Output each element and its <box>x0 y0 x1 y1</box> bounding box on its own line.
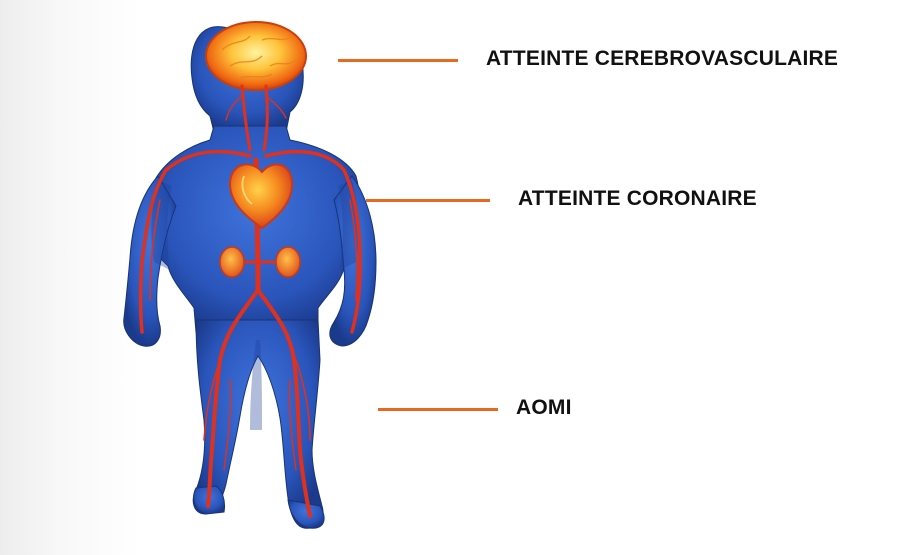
callout-label-cerebrovascular: ATTEINTE CEREBROVASCULAIRE <box>486 47 838 71</box>
callout-label-aomi: AOMI <box>516 396 572 420</box>
legs-leader-line <box>378 408 498 411</box>
right-kidney-organ <box>276 247 300 277</box>
brain-leader-line <box>338 59 458 62</box>
left-kidney-organ <box>220 247 244 277</box>
body-silhouette <box>124 25 376 528</box>
heart-leader-line <box>366 199 490 202</box>
arterial-network <box>141 86 361 516</box>
brain-organ <box>206 22 306 90</box>
callout-label-coronary: ATTEINTE CORONAIRE <box>518 187 757 211</box>
